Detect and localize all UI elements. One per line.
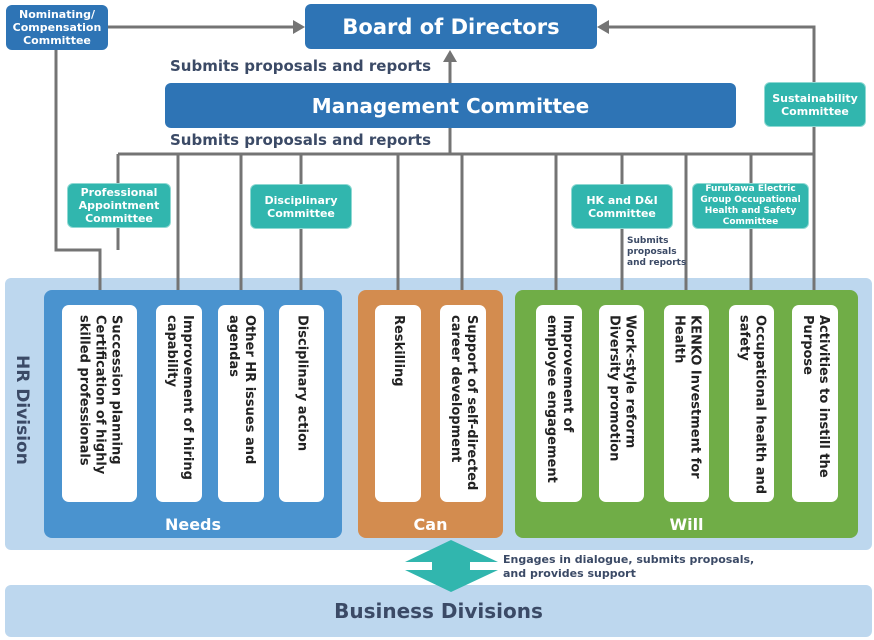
- business-divisions-bg: Business Divisions: [5, 585, 872, 637]
- needs-panel: Succession planning Certification of hig…: [44, 290, 342, 538]
- can-card: Support of self-directed career developm…: [440, 305, 486, 502]
- nominating-committee: Nominating/ Compensation Committee: [6, 5, 108, 50]
- can-card: Reskilling: [375, 305, 421, 502]
- will-card: Activities to instill the Purpose: [792, 305, 838, 502]
- hr-division-label: HR Division: [12, 355, 32, 465]
- can-label: Can: [413, 515, 448, 534]
- submits-label-2: Submits proposals and reports: [170, 131, 432, 149]
- furukawa-ohs-committee: Furukawa Electric Group Occupational Hea…: [692, 183, 809, 229]
- needs-card: Disciplinary action: [279, 305, 324, 502]
- will-card: Work-style reform Diversity promotion: [599, 305, 644, 502]
- needs-card: Other HR issues and agendas: [218, 305, 264, 502]
- will-card: Improvement of employee engagement: [536, 305, 582, 502]
- will-panel: Improvement of employee engagement Work-…: [515, 290, 858, 538]
- will-card: Occupational health and safety: [729, 305, 774, 502]
- business-divisions-label: Business Divisions: [334, 599, 543, 623]
- professional-appointment-committee: Professional Appointment Committee: [67, 183, 171, 228]
- arrowhead-icon: [597, 20, 609, 34]
- dialogue-label: Engages in dialogue, submits proposals, …: [503, 553, 755, 580]
- hk-di-committee: HK and D&I Committee: [571, 184, 673, 229]
- submits-label-1: Submits proposals and reports: [170, 57, 432, 75]
- needs-card: Improvement of hiring capability: [156, 305, 202, 502]
- disciplinary-committee: Disciplinary Committee: [250, 184, 352, 229]
- can-panel: Reskilling Support of self-directed care…: [358, 290, 503, 538]
- arrowhead-icon: [443, 50, 457, 62]
- will-label: Will: [669, 515, 704, 534]
- double-arrow-icon: [405, 540, 498, 592]
- needs-label: Needs: [164, 515, 222, 534]
- will-card: KENKO Investment for Health: [664, 305, 709, 502]
- arrowhead-icon: [293, 20, 305, 34]
- sustainability-committee: Sustainability Committee: [764, 82, 866, 127]
- management-committee: Management Committee: [165, 83, 736, 128]
- hk-submits-label: Submits proposals and reports: [627, 236, 687, 268]
- needs-card: Succession planning Certification of hig…: [62, 305, 137, 502]
- board-of-directors: Board of Directors: [305, 4, 597, 49]
